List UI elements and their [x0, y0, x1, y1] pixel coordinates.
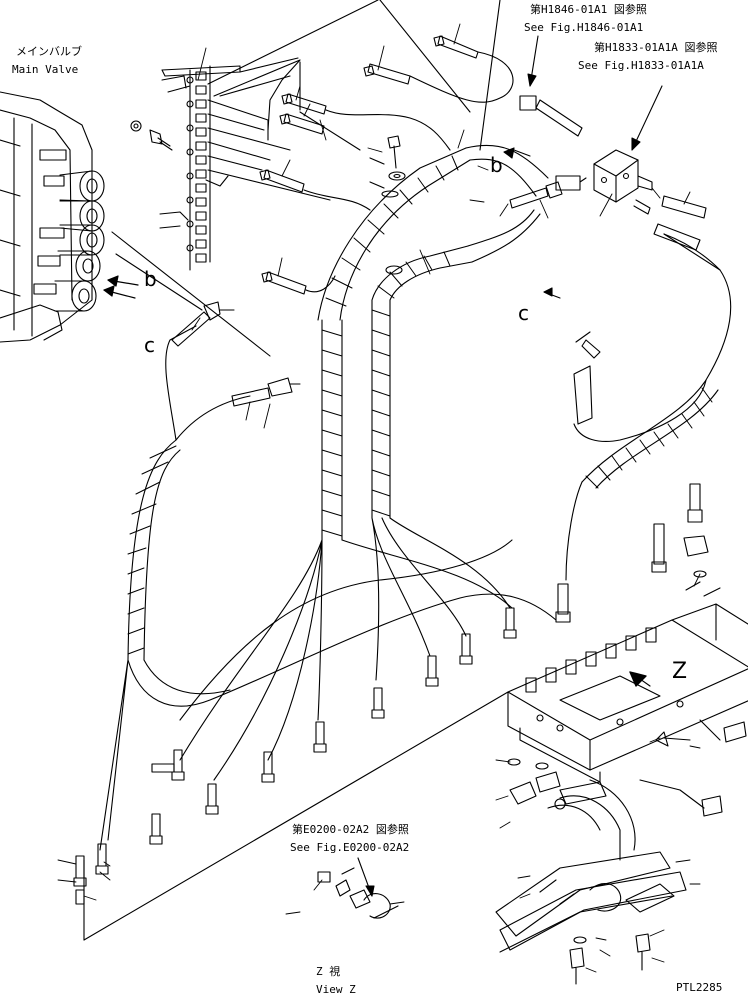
pressure-sensors: [555, 483, 747, 817]
center-right-fittings: [503, 95, 601, 425]
lower-hose-bundle: [99, 481, 583, 851]
valve-port-arrows: [103, 275, 139, 299]
view-z-jp: Z 視: [316, 965, 341, 978]
ref-h1833-en: See Fig.H1833-01A1A: [578, 59, 704, 72]
valve-spool-bodies: [54, 170, 105, 312]
main-valve-drawing: [0, 91, 105, 343]
ref-e0200-en: See Fig.E0200-02A2: [290, 841, 410, 854]
valve-block: [527, 35, 707, 251]
ref-h1833-jp: 第H1833-01A1A 図参照: [594, 41, 718, 54]
marker-c-right: c: [518, 301, 529, 325]
ref-e0200-jp: 第E0200-02A2 図参照: [292, 823, 409, 836]
hose-manifold-bracket: [159, 0, 379, 271]
drawing-code: PTL2285: [676, 981, 723, 994]
spiral-bundle-left: [127, 325, 251, 661]
pedal-assembly: [495, 851, 687, 985]
plate-sensor-ports: [525, 627, 657, 693]
spiral-bundle-far-right: [573, 233, 732, 489]
ref-h1846-jp: 第H1846-01A1 図参照: [530, 3, 647, 16]
callout-outline: [83, 691, 509, 941]
marker-b-right: b: [490, 153, 503, 177]
switch-parts: [317, 857, 399, 919]
bolts-top-left: [130, 120, 173, 151]
spiral-bundle-right: [371, 144, 549, 519]
valve-nipples: [0, 149, 67, 341]
valve-leader-lines: [111, 231, 271, 357]
ref-h1846-en: See Fig.H1846-01A1: [524, 21, 644, 34]
marker-b-left: b: [144, 267, 157, 291]
left-elbow-fittings: [171, 301, 301, 407]
marker-z: Z: [672, 659, 688, 684]
lower-connectors: [507, 758, 636, 861]
view-z-en: View Z: [316, 983, 356, 996]
callout-leaders: [57, 23, 701, 973]
spiral-bundle-center: [317, 147, 471, 541]
main-valve-jp: メインバルブ: [16, 45, 82, 58]
main-valve-en: Main Valve: [12, 63, 79, 76]
upper-hose-fittings: [259, 0, 514, 295]
lower-hose-ends: [73, 607, 517, 905]
center-bolts: [369, 135, 406, 275]
marker-c-left: c: [144, 333, 155, 357]
manifold-fittings: [186, 71, 207, 263]
sensor-plate: [507, 603, 748, 783]
